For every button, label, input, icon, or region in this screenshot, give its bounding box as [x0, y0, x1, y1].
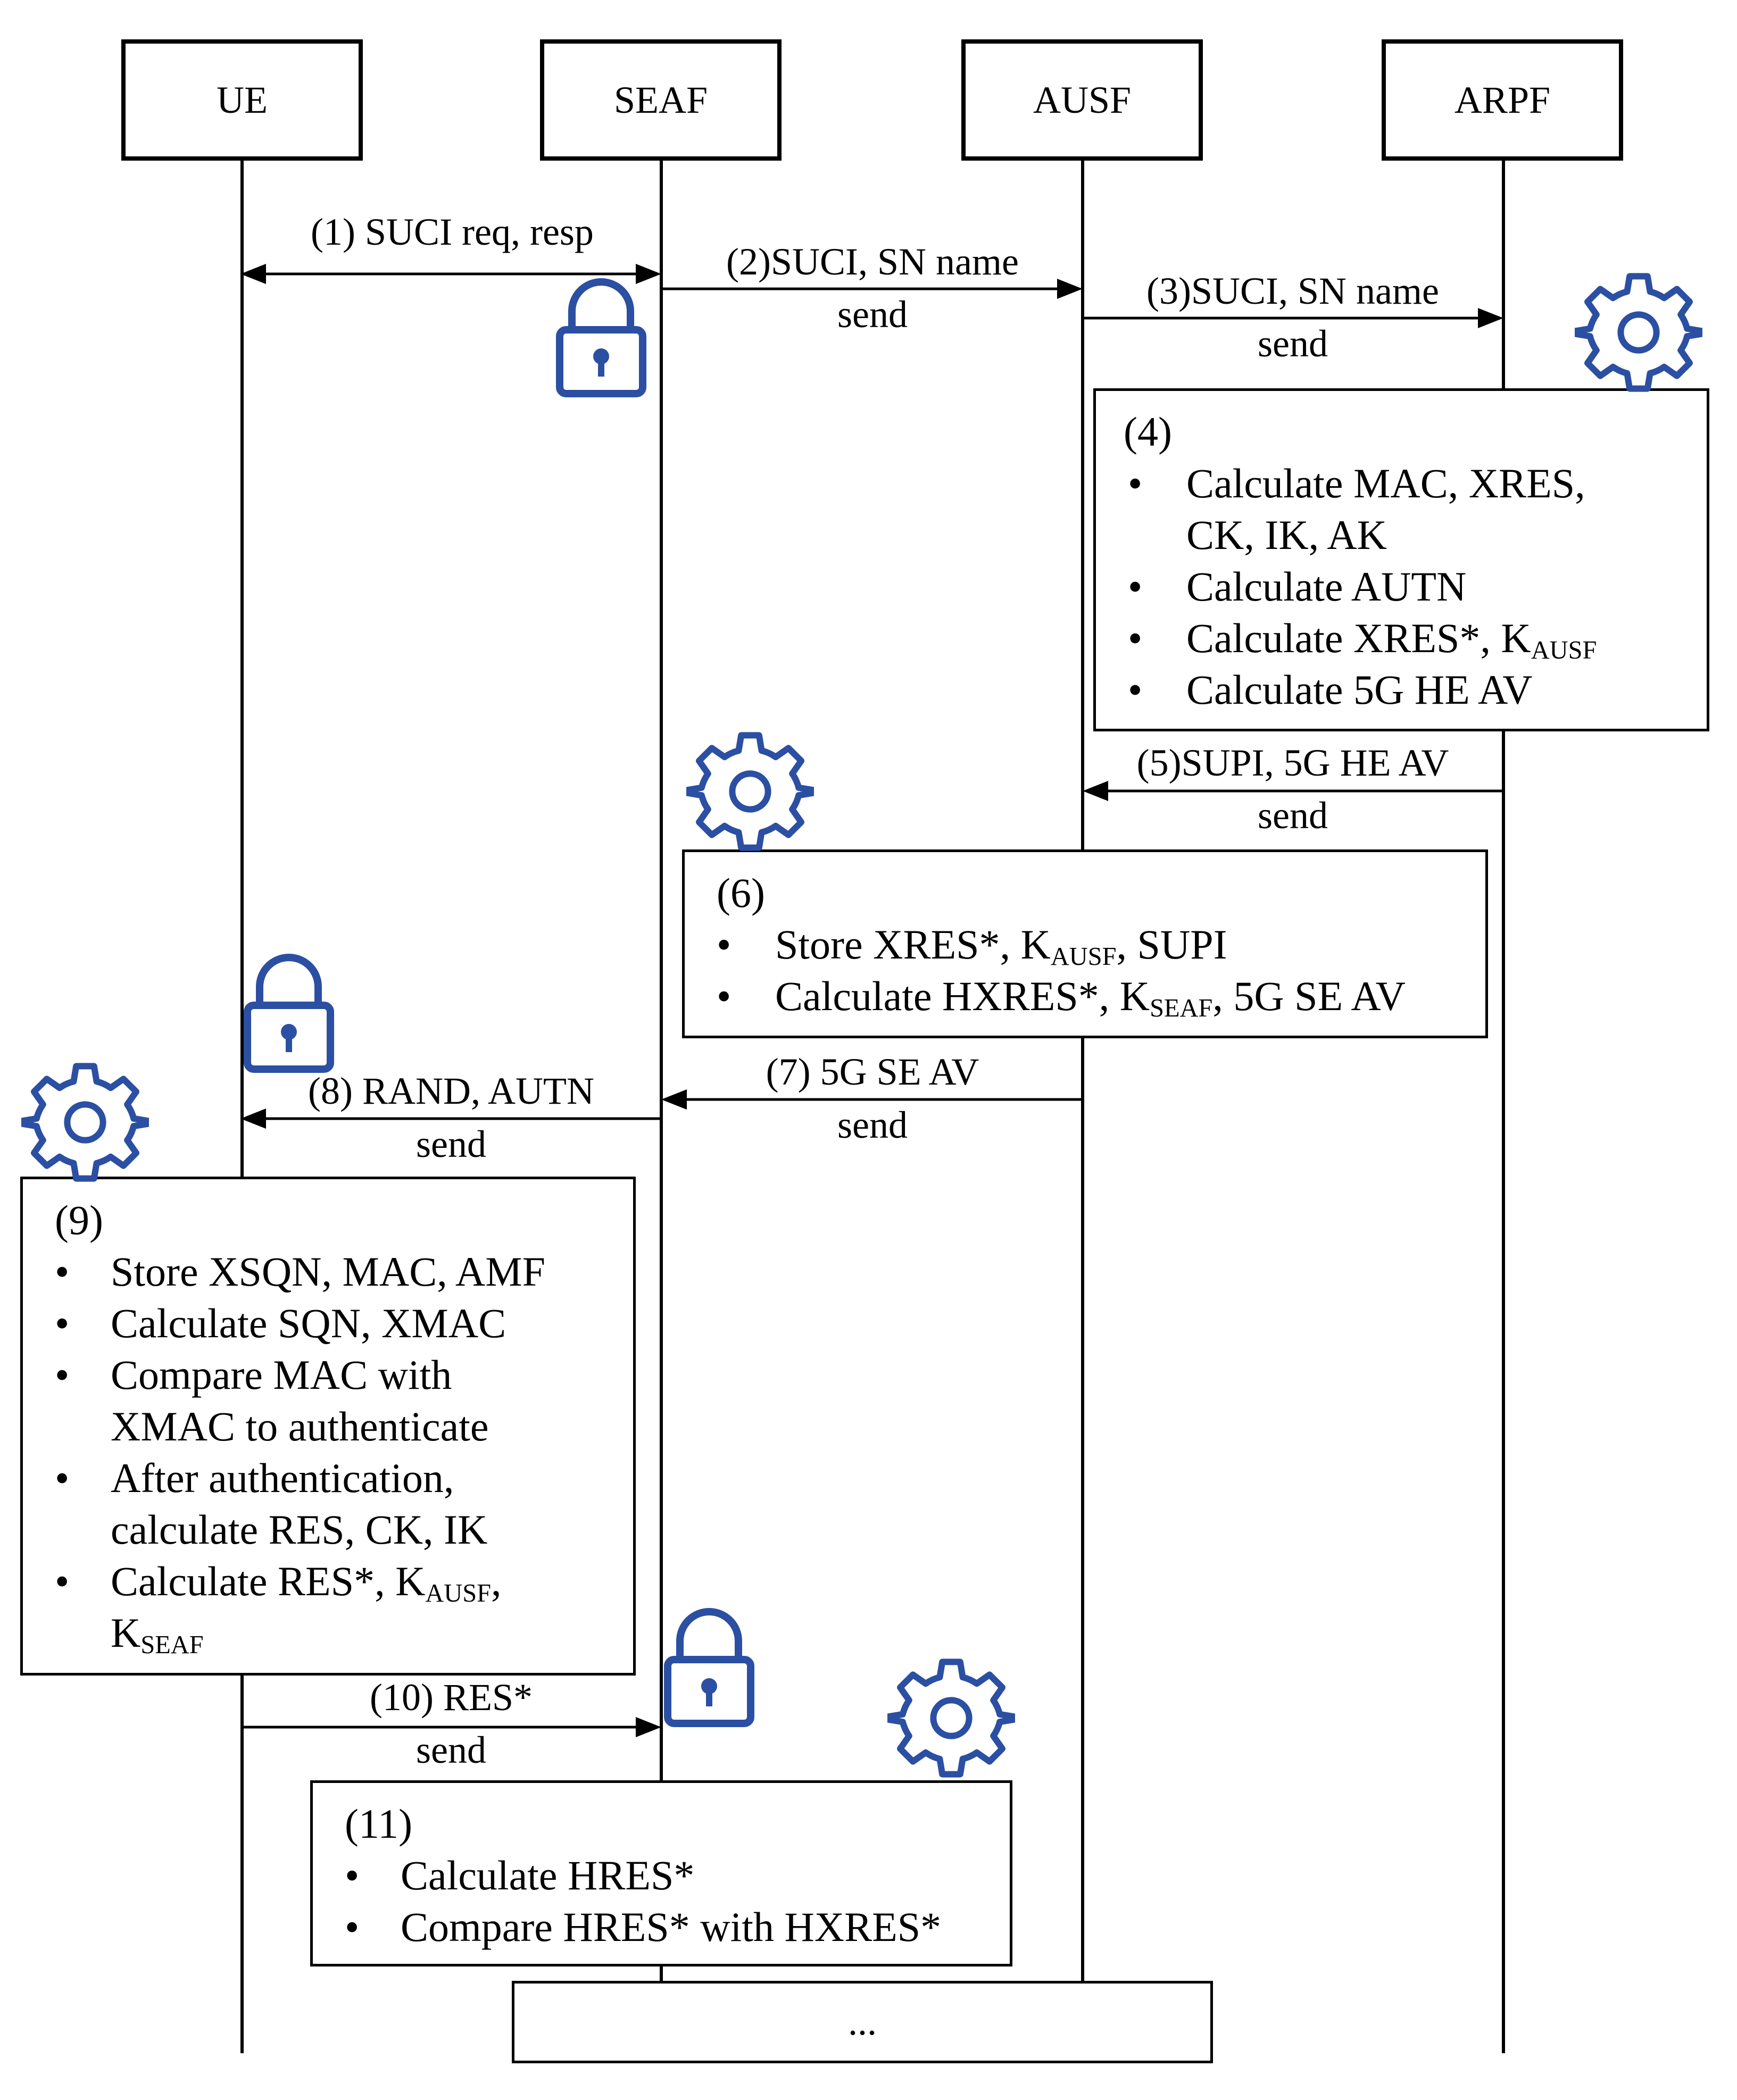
arrow-3 — [1083, 308, 1503, 328]
gear-icon — [21, 1063, 149, 1182]
gear-icon — [686, 732, 814, 851]
step9-item: Store XSQN, MAC, AMF — [23, 1246, 633, 1297]
step4-box: (4) Calculate MAC, XRES,CK, IK, AK Calcu… — [1093, 388, 1709, 731]
step11-box: (11) Calculate HRES* Compare HRES* with … — [310, 1780, 1012, 1966]
seaf-lifeline — [660, 160, 663, 1995]
arrow-10 — [242, 1717, 661, 1737]
msg3-label: (3)SUCI, SN name — [1146, 270, 1439, 312]
ue-lifeline — [240, 160, 244, 2053]
ausf-box: AUSF — [961, 39, 1203, 161]
lock-icon — [556, 278, 646, 397]
arrow-1 — [240, 264, 661, 284]
step11-item: Compare HRES* with HXRES* — [313, 1901, 1010, 1953]
ausf-lifeline — [1081, 160, 1084, 1995]
step6-item: Store XRES*, KAUSF, SUPI — [685, 919, 1485, 970]
step11-number: (11) — [345, 1801, 413, 1847]
lock-icon — [664, 1608, 754, 1727]
lock-icon — [244, 954, 334, 1073]
step6-item: Calculate HXRES*, KSEAF, 5G SE AV — [685, 970, 1485, 1022]
ue-label: UE — [217, 78, 268, 121]
msg10-label: (10) RES* — [370, 1676, 533, 1719]
ellipsis-box: ... — [512, 1981, 1213, 2063]
gear-icon — [1575, 273, 1702, 392]
msg8-sub: send — [416, 1123, 486, 1165]
ellipsis-text: ... — [848, 2001, 877, 2043]
msg8-label: (8) RAND, AUTN — [308, 1070, 594, 1112]
step9-number: (9) — [55, 1197, 103, 1243]
step4-item: Calculate AUTN — [1096, 561, 1707, 612]
msg2-label: (2)SUCI, SN name — [726, 240, 1019, 283]
gear-icon — [887, 1659, 1015, 1778]
step4-number: (4) — [1124, 409, 1172, 455]
ausf-label: AUSF — [1033, 78, 1132, 121]
arpf-box: ARPF — [1382, 39, 1623, 161]
step9-item: Calculate RES*, KAUSF,KSEAF — [23, 1555, 633, 1659]
step4-item: Calculate XRES*, KAUSF — [1096, 612, 1707, 664]
arrow-8 — [240, 1109, 661, 1129]
msg7-sub: send — [837, 1104, 908, 1146]
msg7-label: (7) 5G SE AV — [766, 1051, 979, 1093]
seaf-label: SEAF — [613, 78, 708, 121]
msg3-sub: send — [1258, 322, 1328, 365]
step4-item: Calculate 5G HE AV — [1096, 664, 1707, 715]
step6-number: (6) — [717, 870, 765, 916]
step6-box: (6) Store XRES*, KAUSF, SUPI Calculate H… — [682, 849, 1488, 1038]
arrow-5 — [1083, 781, 1503, 801]
step9-item: Calculate SQN, XMAC — [23, 1297, 633, 1349]
arpf-lifeline — [1502, 160, 1505, 2053]
msg5-label: (5)SUPI, 5G HE AV — [1136, 741, 1449, 784]
arpf-label: ARPF — [1454, 78, 1551, 121]
msg1-label: (1) SUCI req, resp — [311, 211, 594, 253]
arrow-2 — [661, 279, 1083, 299]
step4-item: Calculate MAC, XRES,CK, IK, AK — [1096, 457, 1707, 561]
step9-item: After authentication,calculate RES, CK, … — [23, 1452, 633, 1555]
msg5-sub: send — [1258, 794, 1328, 837]
ue-box: UE — [121, 39, 363, 161]
seaf-box: SEAF — [540, 39, 782, 161]
arrow-7 — [661, 1089, 1083, 1110]
msg2-sub: send — [837, 293, 908, 336]
step11-item: Calculate HRES* — [313, 1849, 1010, 1901]
step9-box: (9) Store XSQN, MAC, AMF Calculate SQN, … — [20, 1177, 636, 1676]
msg10-sub: send — [416, 1729, 486, 1771]
